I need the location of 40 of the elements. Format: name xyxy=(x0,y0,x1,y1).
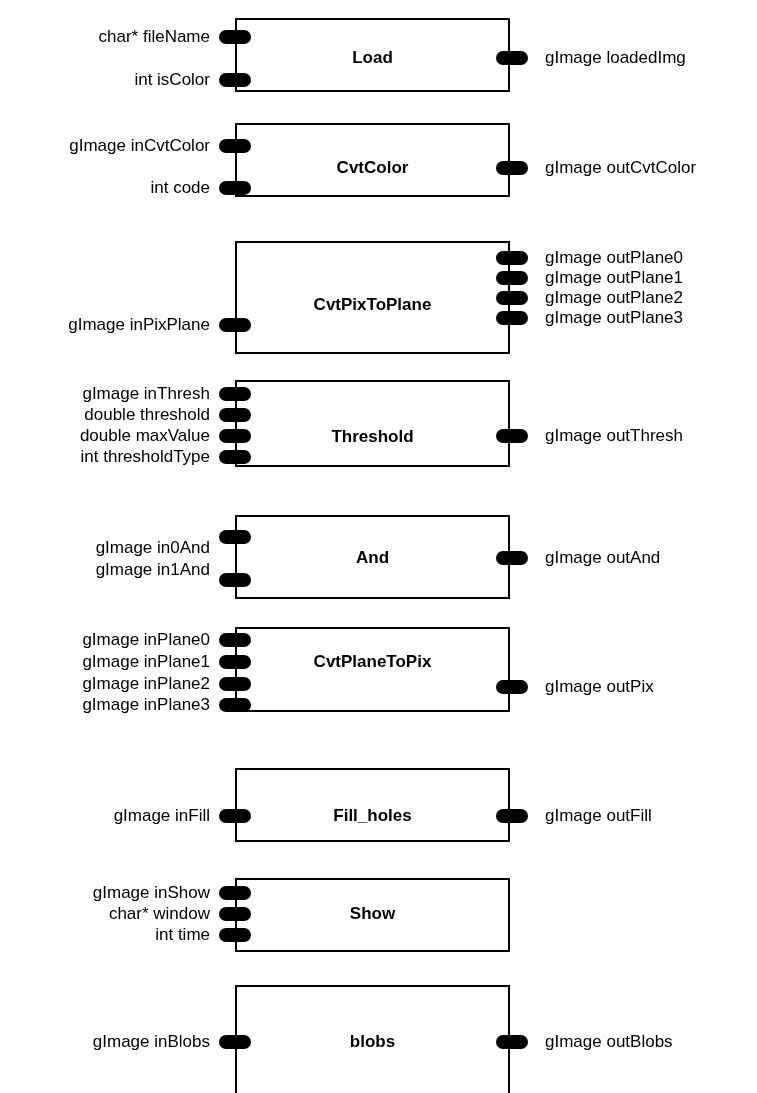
port-label: gImage outBlobs xyxy=(545,1032,673,1052)
port-label: double threshold xyxy=(84,405,210,425)
component-name: Threshold xyxy=(330,427,415,447)
port-label: gImage outPlane0 xyxy=(545,248,683,268)
port-label: gImage inFill xyxy=(113,806,210,826)
port-label: int isColor xyxy=(134,70,210,90)
port-label: int time xyxy=(155,925,210,945)
port-label: gImage loadedImg xyxy=(545,48,686,68)
port-label: int code xyxy=(150,178,210,198)
port-label: gImage outPlane3 xyxy=(545,308,683,328)
component-name: Fill_holes xyxy=(332,806,413,826)
port-label: gImage inBlobs xyxy=(92,1032,210,1052)
port-label: gImage inPlane0 xyxy=(82,630,210,650)
port-label: gImage inPlane1 xyxy=(82,652,210,672)
port-label: int thresholdType xyxy=(80,447,210,467)
component-name: Show xyxy=(348,904,397,924)
port-label: gImage outPlane2 xyxy=(545,288,683,308)
component-name: CvtPlaneToPix xyxy=(312,652,433,672)
port-label: gImage inPlane3 xyxy=(82,695,210,715)
port-label: char* fileName xyxy=(98,27,210,47)
port-label: gImage outPlane1 xyxy=(545,268,683,288)
port-label: double maxValue xyxy=(79,426,210,446)
port-label: gImage inPlane2 xyxy=(82,674,210,694)
port-label: char* window xyxy=(108,904,210,924)
component-name: And xyxy=(354,548,390,568)
port-label: gImage inShow xyxy=(92,883,210,903)
component-name: CvtPixToPlane xyxy=(312,295,433,315)
port-label: gImage outCvtColor xyxy=(545,158,697,178)
port-label: gImage in1And xyxy=(95,560,210,580)
port-label: gImage outPix xyxy=(545,677,654,697)
port-label: gImage inThresh xyxy=(82,384,210,404)
component-name: CvtColor xyxy=(335,158,410,178)
port-label: gImage outFill xyxy=(545,806,652,826)
port-label: gImage outAnd xyxy=(545,548,661,568)
port-label: gImage inCvtColor xyxy=(69,136,210,156)
component-name: Load xyxy=(351,48,394,68)
port-label: gImage inPixPlane xyxy=(68,315,210,335)
port-label: gImage outThresh xyxy=(545,426,683,446)
port-label: gImage in0And xyxy=(95,538,210,558)
component-name: blobs xyxy=(348,1032,397,1052)
